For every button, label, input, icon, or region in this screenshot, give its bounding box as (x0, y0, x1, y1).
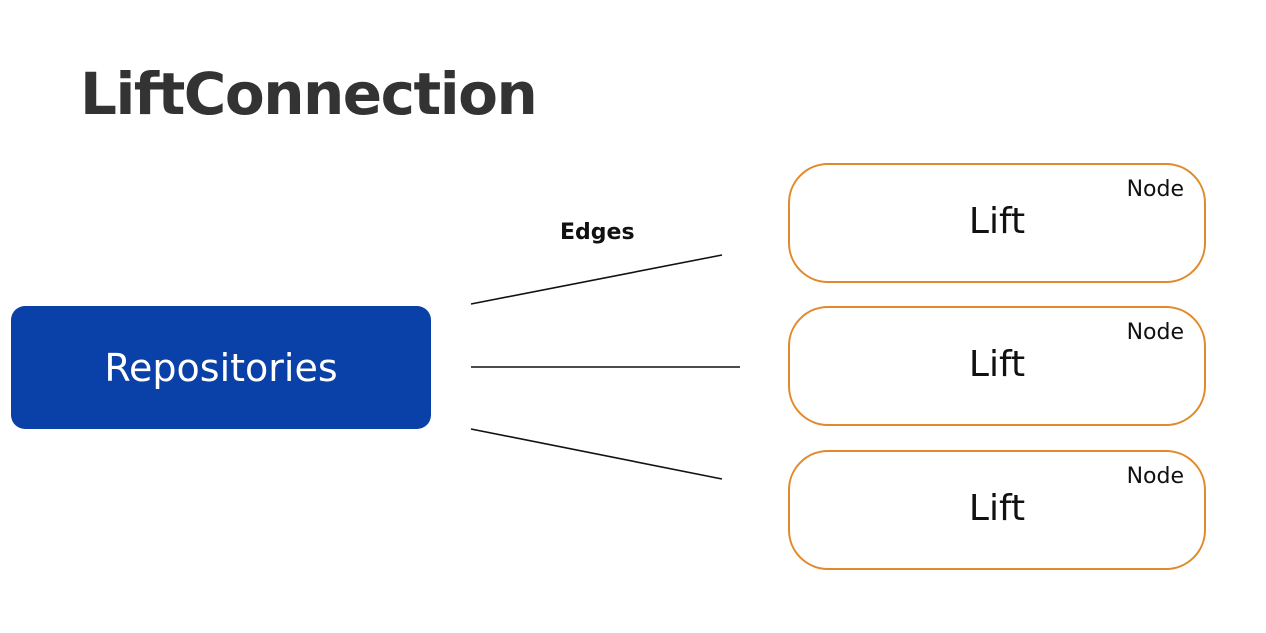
edge-line-bottom (470, 428, 723, 480)
repositories-box: Repositories (11, 306, 431, 429)
node-tag: Node (1126, 464, 1184, 489)
node-tag: Node (1126, 177, 1184, 202)
node-tag: Node (1126, 320, 1184, 345)
edges-label: Edges (560, 220, 635, 245)
node-box: Node Lift (788, 450, 1206, 570)
node-box: Node Lift (788, 306, 1206, 426)
edge-line-top (470, 254, 723, 305)
diagram-title: LiftConnection (80, 60, 538, 128)
repositories-label: Repositories (104, 345, 338, 390)
node-label: Lift (968, 201, 1026, 242)
node-label: Lift (968, 344, 1026, 385)
node-box: Node Lift (788, 163, 1206, 283)
node-label: Lift (968, 488, 1026, 529)
